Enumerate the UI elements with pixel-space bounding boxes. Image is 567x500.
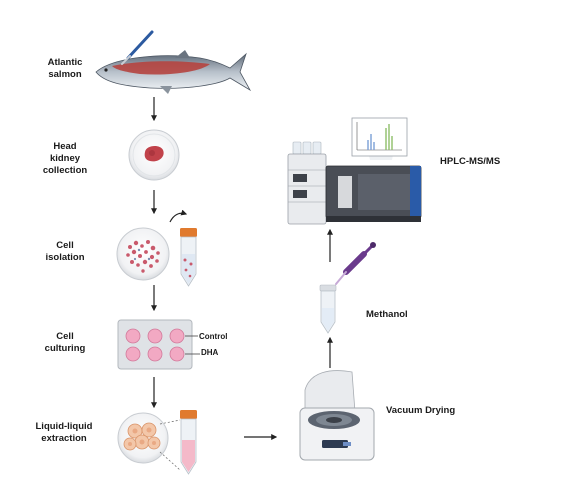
label-vacuum-drying: Vacuum Drying	[386, 405, 456, 416]
label-hplc-ms-ms: HPLC-MS/MS	[440, 156, 501, 167]
extraction-illustration	[117, 410, 197, 475]
label-control: Control	[199, 332, 228, 341]
label-dha: DHA	[201, 348, 219, 357]
flow-arrows	[151, 97, 333, 440]
label-methanol: Methanol	[366, 309, 408, 320]
vacuum-centrifuge	[299, 370, 375, 461]
six-well-plate	[117, 319, 200, 370]
methanol-tube-and-pipette	[319, 242, 376, 334]
petri-dish-cell-isolation	[116, 227, 170, 281]
hplc-instrument	[287, 117, 422, 225]
salmon-illustration	[95, 30, 252, 94]
tube-cell-isolation	[180, 228, 197, 287]
petri-dish-head-kidney	[128, 129, 180, 181]
